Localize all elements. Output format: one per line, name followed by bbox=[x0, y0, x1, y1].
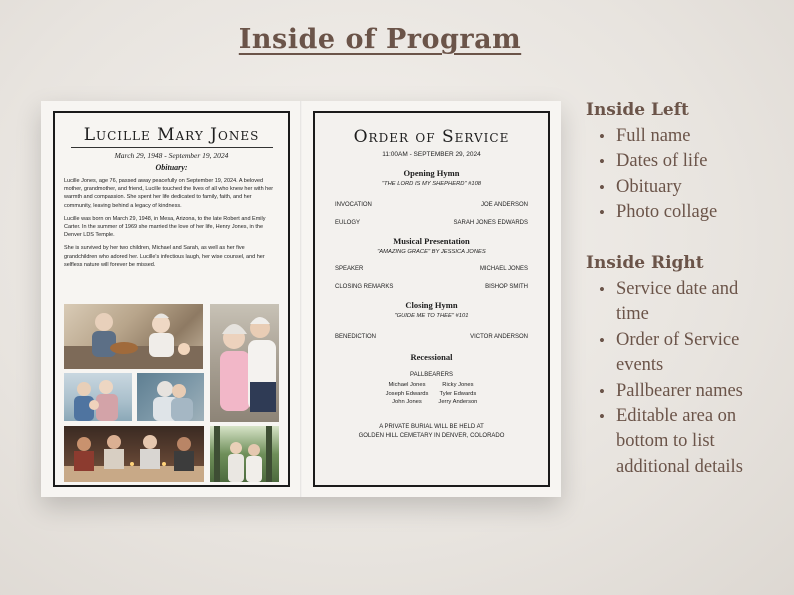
legend-item: Photo collage bbox=[599, 200, 786, 226]
program-row-name: MICHAEL JONES bbox=[479, 266, 528, 272]
legend-item: Pallbearer names bbox=[599, 379, 786, 405]
program-row-name: JOE ANDERSON bbox=[480, 202, 528, 208]
program-row: INVOCATION JOE ANDERSON bbox=[335, 202, 528, 208]
pallbearer-name: John Jones bbox=[392, 399, 422, 406]
program-row: EULOGY SARAH JONES EDWARDS bbox=[335, 220, 528, 226]
obituary-paragraph: She is survived by her two children, Mic… bbox=[64, 245, 265, 268]
photo-family-dinner bbox=[64, 426, 204, 482]
inside-right-legend: Inside Right Service date and time Order… bbox=[586, 253, 786, 480]
photo-couple-guitar bbox=[64, 304, 203, 369]
life-dates: March 29, 1948 - September 19, 2024 bbox=[114, 151, 229, 160]
pallbearers-list: Michael Jones Joseph Edwards John Jones … bbox=[315, 381, 548, 407]
inside-left-list: Full name Dates of life Obituary Photo c… bbox=[586, 124, 786, 226]
burial-note: A PRIVATE BURIAL WILL BE HELD AT GOLDEN … bbox=[315, 423, 548, 441]
photo-couple-hug bbox=[137, 373, 204, 421]
inside-right-list: Service date and time Order of Service e… bbox=[586, 277, 786, 480]
photo-couple-park-art bbox=[214, 426, 272, 482]
photo-couple-hug-art bbox=[153, 381, 193, 421]
photo-family-outdoor-art bbox=[74, 380, 118, 421]
closing-hymn-heading: Closing Hymn bbox=[405, 300, 458, 310]
program-row: SPEAKER MICHAEL JONES bbox=[335, 266, 528, 272]
page-heading-text: Inside of Program bbox=[238, 24, 522, 55]
pallbearer-name: Joseph Edwards bbox=[385, 390, 429, 397]
page-heading: Inside of Program bbox=[0, 24, 760, 55]
obituary-heading: Obituary: bbox=[155, 163, 188, 172]
photo-couple-portrait-art bbox=[220, 317, 276, 412]
legend-line: Pallbearer names bbox=[616, 380, 743, 401]
pallbearer-name: Tyler Edwards bbox=[439, 390, 477, 397]
inside-left-panel: Lucille Mary Jones March 29, 1948 - Sept… bbox=[53, 111, 290, 487]
pallbearers-column-left: Michael Jones Joseph Edwards John Jones bbox=[386, 381, 429, 407]
inside-right-panel: Order of Service 11:00AM - SEPTEMBER 29,… bbox=[313, 111, 550, 487]
program-row-label: CLOSING REMARKS bbox=[335, 284, 394, 290]
legend-line: additional details bbox=[616, 456, 743, 477]
legend-line: bottom to list bbox=[616, 431, 715, 452]
program-row-name: BISHOP SMITH bbox=[485, 284, 528, 290]
photo-family-outdoor bbox=[64, 373, 132, 421]
photo-couple-portrait bbox=[210, 304, 279, 422]
inside-right-heading: Inside Right bbox=[586, 253, 704, 273]
musical-presentation-heading: Musical Presentation bbox=[393, 236, 470, 246]
photo-couple-park bbox=[210, 426, 279, 482]
legend-line: Editable area on bbox=[616, 406, 737, 427]
legend-item: Editable area on bottom to list addition… bbox=[599, 404, 786, 480]
pallbearer-name: Ricky Jones bbox=[442, 382, 474, 388]
service-time: 11:00AM - SEPTEMBER 29, 2024 bbox=[382, 151, 481, 158]
program-row: CLOSING REMARKS BISHOP SMITH bbox=[335, 284, 528, 290]
program-row-label: SPEAKER bbox=[335, 266, 364, 272]
order-of-service-title: Order of Service bbox=[353, 127, 510, 147]
legend-line: Service date and bbox=[616, 279, 739, 299]
program-row-label: INVOCATION bbox=[335, 202, 372, 208]
legend-item: Order of Service events bbox=[599, 328, 786, 379]
opening-hymn-title: "THE LORD IS MY SHEPHERD" #108 bbox=[381, 181, 482, 187]
photo-couple-guitar-art bbox=[64, 313, 203, 369]
closing-hymn-title: "GUIDE ME TO THEE" #101 bbox=[394, 313, 469, 319]
inside-left-legend: Inside Left Full name Dates of life Obit… bbox=[586, 100, 786, 226]
burial-line: A PRIVATE BURIAL WILL BE HELD AT bbox=[379, 423, 484, 430]
deceased-name: Lucille Mary Jones bbox=[83, 125, 260, 145]
program-paper: Lucille Mary Jones March 29, 1948 - Sept… bbox=[41, 101, 561, 497]
program-row-name: VICTOR ANDERSON bbox=[470, 334, 528, 340]
legend-item: Dates of life bbox=[599, 149, 786, 175]
program-row: BENEDICTION VICTOR ANDERSON bbox=[335, 334, 528, 340]
legend-line: Order of Service bbox=[616, 329, 740, 350]
legend-item: Full name bbox=[599, 124, 786, 150]
recessional-heading: Recessional bbox=[410, 352, 453, 362]
obituary-paragraph: Lucille Jones, age 76, passed away peace… bbox=[64, 178, 274, 209]
pallbearer-name: Jerry Anderson bbox=[438, 399, 478, 406]
pallbearer-name: Michael Jones bbox=[388, 382, 426, 388]
program-row-label: BENEDICTION bbox=[335, 334, 377, 340]
name-divider bbox=[70, 147, 273, 148]
musical-presentation-title: "AMAZING GRACE" BY JESSICA JONES bbox=[377, 249, 486, 255]
photo-family-dinner-art bbox=[64, 435, 204, 482]
program-row-name: SARAH JONES EDWARDS bbox=[453, 220, 528, 226]
opening-hymn-heading: Opening Hymn bbox=[403, 168, 460, 178]
burial-line: GOLDEN HILL CEMETARY IN DENVER, COLORADO bbox=[358, 432, 505, 439]
pallbearers-column-right: Ricky Jones Tyler Edwards Jerry Anderson bbox=[438, 381, 477, 407]
inside-left-heading: Inside Left bbox=[586, 100, 689, 120]
legend-line: time bbox=[616, 304, 649, 325]
legend-item: Service date and time bbox=[599, 277, 786, 328]
pallbearers-title: PALLBEARERS bbox=[410, 372, 453, 378]
legend-item: Obituary bbox=[599, 175, 786, 201]
legend-line: events bbox=[616, 355, 664, 376]
obituary-paragraph: Lucille was born on March 29, 1948, in M… bbox=[64, 215, 266, 239]
program-row-label: EULOGY bbox=[335, 220, 361, 226]
